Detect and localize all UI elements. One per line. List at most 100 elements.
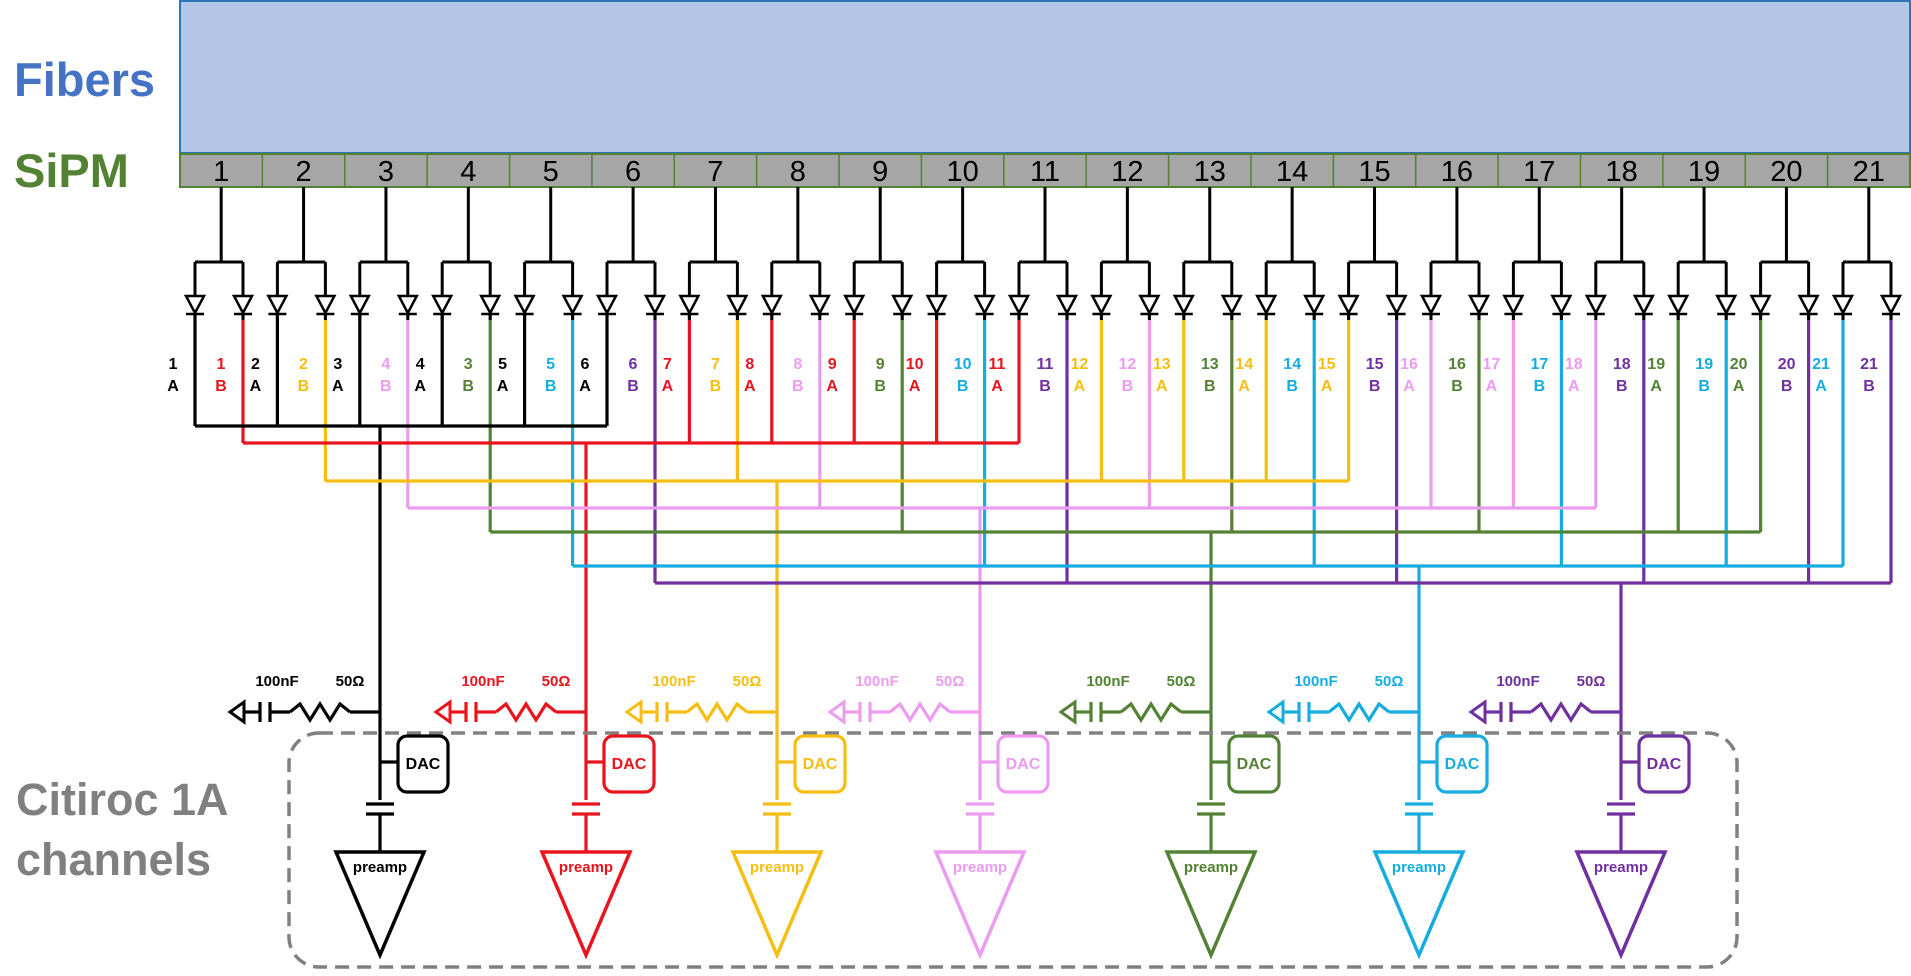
dac-box: [793, 734, 847, 794]
diode-icon: [1255, 294, 1278, 316]
resistor-label: 50Ω: [733, 673, 762, 690]
resistor-label: 50Ω: [1577, 673, 1606, 690]
dac-box: [996, 734, 1050, 794]
output-side: A: [1156, 378, 1168, 395]
diode-icon: [266, 294, 289, 316]
output-side: B: [215, 378, 227, 395]
capacitor-label: 100nF: [855, 673, 898, 690]
preamp-label: preamp: [1184, 859, 1238, 876]
preamp-label: preamp: [353, 859, 407, 876]
output-number: 12: [1071, 356, 1089, 373]
diode-icon: [973, 294, 996, 316]
dac-box: [1227, 734, 1281, 794]
resistor-icon: [495, 700, 557, 724]
sipm-bar: [179, 153, 1911, 188]
capacitor-label: 100nF: [1496, 673, 1539, 690]
diode-icon: [1831, 294, 1855, 316]
sipm-diodes: [183, 187, 1903, 320]
preamp-icon: [933, 850, 1027, 960]
sipm-number: 13: [1194, 156, 1226, 188]
ground-icon: [827, 699, 846, 725]
diode-icon: [925, 294, 948, 316]
output-number: 14: [1283, 356, 1301, 373]
ground-icon: [1058, 699, 1077, 725]
output-side: B: [462, 378, 474, 395]
output-side: A: [1074, 378, 1086, 395]
output-number: 8: [793, 356, 802, 373]
preamp-icon: [333, 850, 427, 960]
output-side: B: [380, 378, 392, 395]
output-side: A: [1568, 378, 1580, 395]
resistor-label: 50Ω: [542, 673, 571, 690]
output-number: 17: [1531, 356, 1549, 373]
output-number: 18: [1613, 356, 1631, 373]
output-number: 3: [333, 356, 342, 373]
output-number: 15: [1366, 356, 1384, 373]
output-side: A: [991, 378, 1003, 395]
output-number: 20: [1730, 356, 1748, 373]
output-side: A: [1321, 378, 1333, 395]
diode-icon: [1419, 294, 1443, 316]
output-side: B: [627, 378, 639, 395]
diode-icon: [760, 294, 783, 316]
ground-icon: [227, 699, 246, 725]
output-side: A: [1815, 378, 1827, 395]
resistor-icon: [1328, 700, 1390, 724]
sipm-number: 14: [1276, 156, 1308, 188]
output-number: 4: [381, 356, 390, 373]
diode-icon: [1337, 294, 1360, 316]
dac-box: [602, 734, 656, 794]
preamp-label: preamp: [1392, 859, 1446, 876]
output-number: 6: [581, 356, 590, 373]
output-side: B: [298, 378, 310, 395]
dac-label: DAC: [1647, 756, 1682, 773]
dac-label: DAC: [1445, 756, 1480, 773]
diode-icon: [1090, 294, 1113, 316]
diode-icon: [1007, 294, 1031, 316]
diode-icon: [1797, 294, 1820, 316]
sipm-number: 12: [1111, 156, 1143, 188]
output-side: A: [1486, 378, 1498, 395]
resistor-icon: [889, 700, 951, 724]
output-number: 9: [828, 356, 837, 373]
output-side: B: [1122, 378, 1134, 395]
preamp-label: preamp: [559, 859, 613, 876]
sipm-number: 8: [790, 156, 806, 188]
diode-icon: [1172, 294, 1195, 316]
dac-label: DAC: [406, 756, 441, 773]
diode-icon: [513, 294, 536, 316]
sipm-number: 18: [1606, 156, 1638, 188]
output-side: A: [497, 378, 509, 395]
diode-icon: [1667, 294, 1690, 316]
output-number: 16: [1400, 356, 1418, 373]
output-side: B: [1286, 378, 1298, 395]
resistor-label: 50Ω: [1167, 673, 1196, 690]
diode-icon: [561, 294, 584, 316]
output-number: 12: [1119, 356, 1137, 373]
preamp-icon: [1574, 850, 1668, 960]
sipm-number: 3: [378, 156, 394, 188]
output-side: B: [1369, 378, 1381, 395]
diode-icon: [231, 294, 255, 316]
diode-icon: [595, 294, 619, 316]
capacitor-label: 100nF: [1086, 673, 1129, 690]
output-number: 19: [1647, 356, 1665, 373]
diode-icon: [314, 294, 337, 316]
preamp-icon: [730, 850, 824, 960]
citiroc-label-line1: Citiroc 1A: [16, 774, 229, 825]
output-number: 14: [1235, 356, 1253, 373]
diode-icon: [1138, 294, 1161, 316]
resistor-label: 50Ω: [336, 673, 365, 690]
output-number: 17: [1483, 356, 1501, 373]
output-labels: 1A1B2A2B3A4B4A3B5A5B6A6B7A7B8A8B9A9B10A1…: [167, 356, 1878, 395]
ground-icon: [433, 699, 452, 725]
signal-wires: [193, 315, 1893, 800]
ground-icon: [624, 699, 643, 725]
